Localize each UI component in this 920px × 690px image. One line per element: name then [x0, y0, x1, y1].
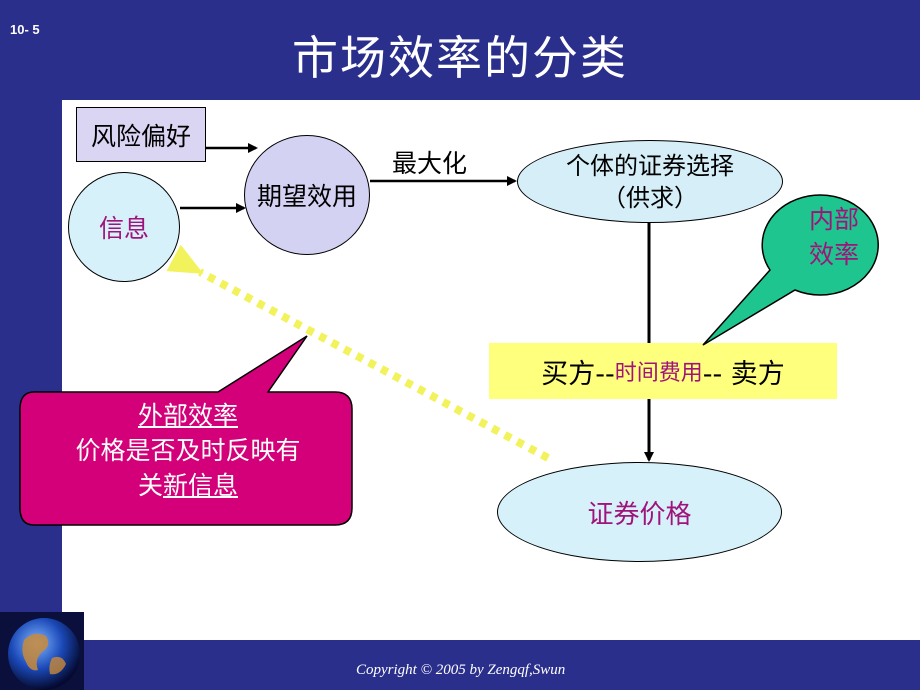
seller-label: -- 卖方 [702, 358, 785, 390]
time-cost-label: 时间费用 [614, 361, 703, 386]
slide-title: 市场效率的分类 [292, 31, 628, 85]
copyright-text: Copyright © 2005 by Zengqf,Swun [356, 662, 566, 678]
internal-efficiency-callout [702, 194, 879, 346]
expected-utility-node: 期望效用 [244, 135, 370, 255]
globe-icon [8, 618, 80, 690]
dotted-arrow-price-to-info [166, 244, 550, 462]
maximize-label: 最大化 [392, 149, 468, 178]
individual-choice-node: 个体的证券选择 （供求） [517, 140, 783, 223]
slide-number: 10- 5 [10, 22, 40, 37]
risk-preference-box: 风险偏好 [76, 107, 206, 162]
supply-demand-label: （供求） [602, 183, 698, 212]
external-efficiency-callout [19, 335, 353, 526]
globe-logo [0, 612, 84, 690]
trade-bar: 买方--时间费用-- 卖方 [489, 343, 837, 399]
information-node: 信息 [68, 172, 180, 282]
security-price-node: 证券价格 [497, 462, 782, 562]
individual-choice-label: 个体的证券选择 [566, 151, 734, 180]
buyer-label: 买方-- [541, 358, 615, 390]
